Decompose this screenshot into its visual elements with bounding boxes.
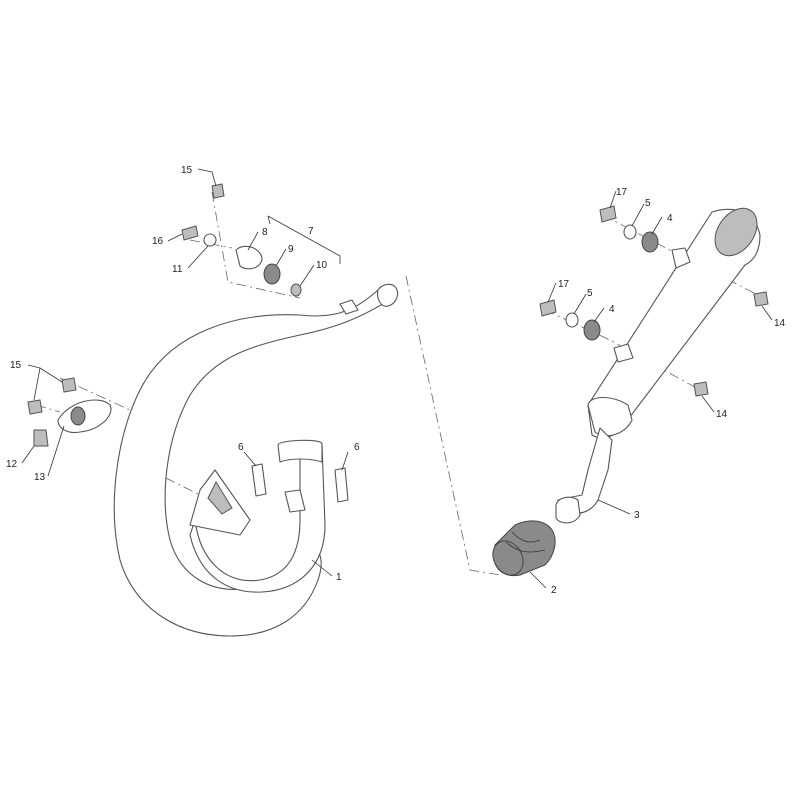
clamp-8 — [235, 245, 263, 270]
callout-7: 7 — [308, 226, 314, 237]
bolt-17-top — [599, 205, 617, 223]
callout-11: 11 — [172, 264, 183, 275]
exhaust-header-pipe — [113, 283, 399, 637]
bolt-15-top — [211, 183, 225, 199]
callout-16: 16 — [152, 236, 164, 247]
callout-6-right: 6 — [354, 442, 360, 453]
silencer — [555, 207, 761, 524]
rubber-4-mid — [583, 319, 601, 341]
callout-14-top: 14 — [774, 318, 786, 329]
bolt-left — [27, 399, 43, 415]
callout-17-mid: 17 — [558, 279, 570, 290]
rubber-4-top — [641, 231, 659, 253]
nut-14-top — [753, 291, 769, 307]
callout-labels: 1 2 3 4 4 5 5 6 6 7 8 9 10 11 12 13 14 1… — [6, 165, 786, 596]
bush-5-mid — [565, 312, 579, 328]
hardware-parts — [27, 183, 769, 503]
bolt-15-left — [61, 377, 77, 393]
callout-1: 1 — [336, 572, 342, 583]
rubber-coupler — [492, 520, 556, 577]
callout-9: 9 — [288, 244, 294, 255]
callout-10: 10 — [316, 260, 328, 271]
clip-12 — [33, 429, 49, 447]
callout-14-mid: 14 — [716, 409, 728, 420]
callout-17-top: 17 — [616, 187, 628, 198]
washer-11 — [203, 233, 217, 247]
nut-14-mid — [693, 381, 709, 397]
rubber-9 — [263, 263, 281, 285]
spring-6b — [334, 467, 349, 503]
bolt-16 — [181, 225, 199, 241]
callout-3: 3 — [634, 510, 640, 521]
callout-12: 12 — [6, 459, 18, 470]
callout-5-top: 5 — [645, 198, 651, 209]
callout-4-top: 4 — [667, 213, 673, 224]
callout-15-top: 15 — [181, 165, 193, 176]
leader-lines — [21, 168, 773, 589]
bush-5-top — [623, 224, 637, 240]
callout-5-mid: 5 — [587, 288, 593, 299]
callout-2: 2 — [551, 585, 557, 596]
callout-15-left: 15 — [10, 360, 22, 371]
callout-8: 8 — [262, 227, 268, 238]
spring-6a — [251, 463, 267, 497]
spacer-10 — [290, 283, 302, 297]
callout-6-left: 6 — [238, 442, 244, 453]
callout-4-mid: 4 — [609, 304, 615, 315]
bolt-17-mid — [539, 299, 557, 317]
callout-13: 13 — [34, 472, 46, 483]
